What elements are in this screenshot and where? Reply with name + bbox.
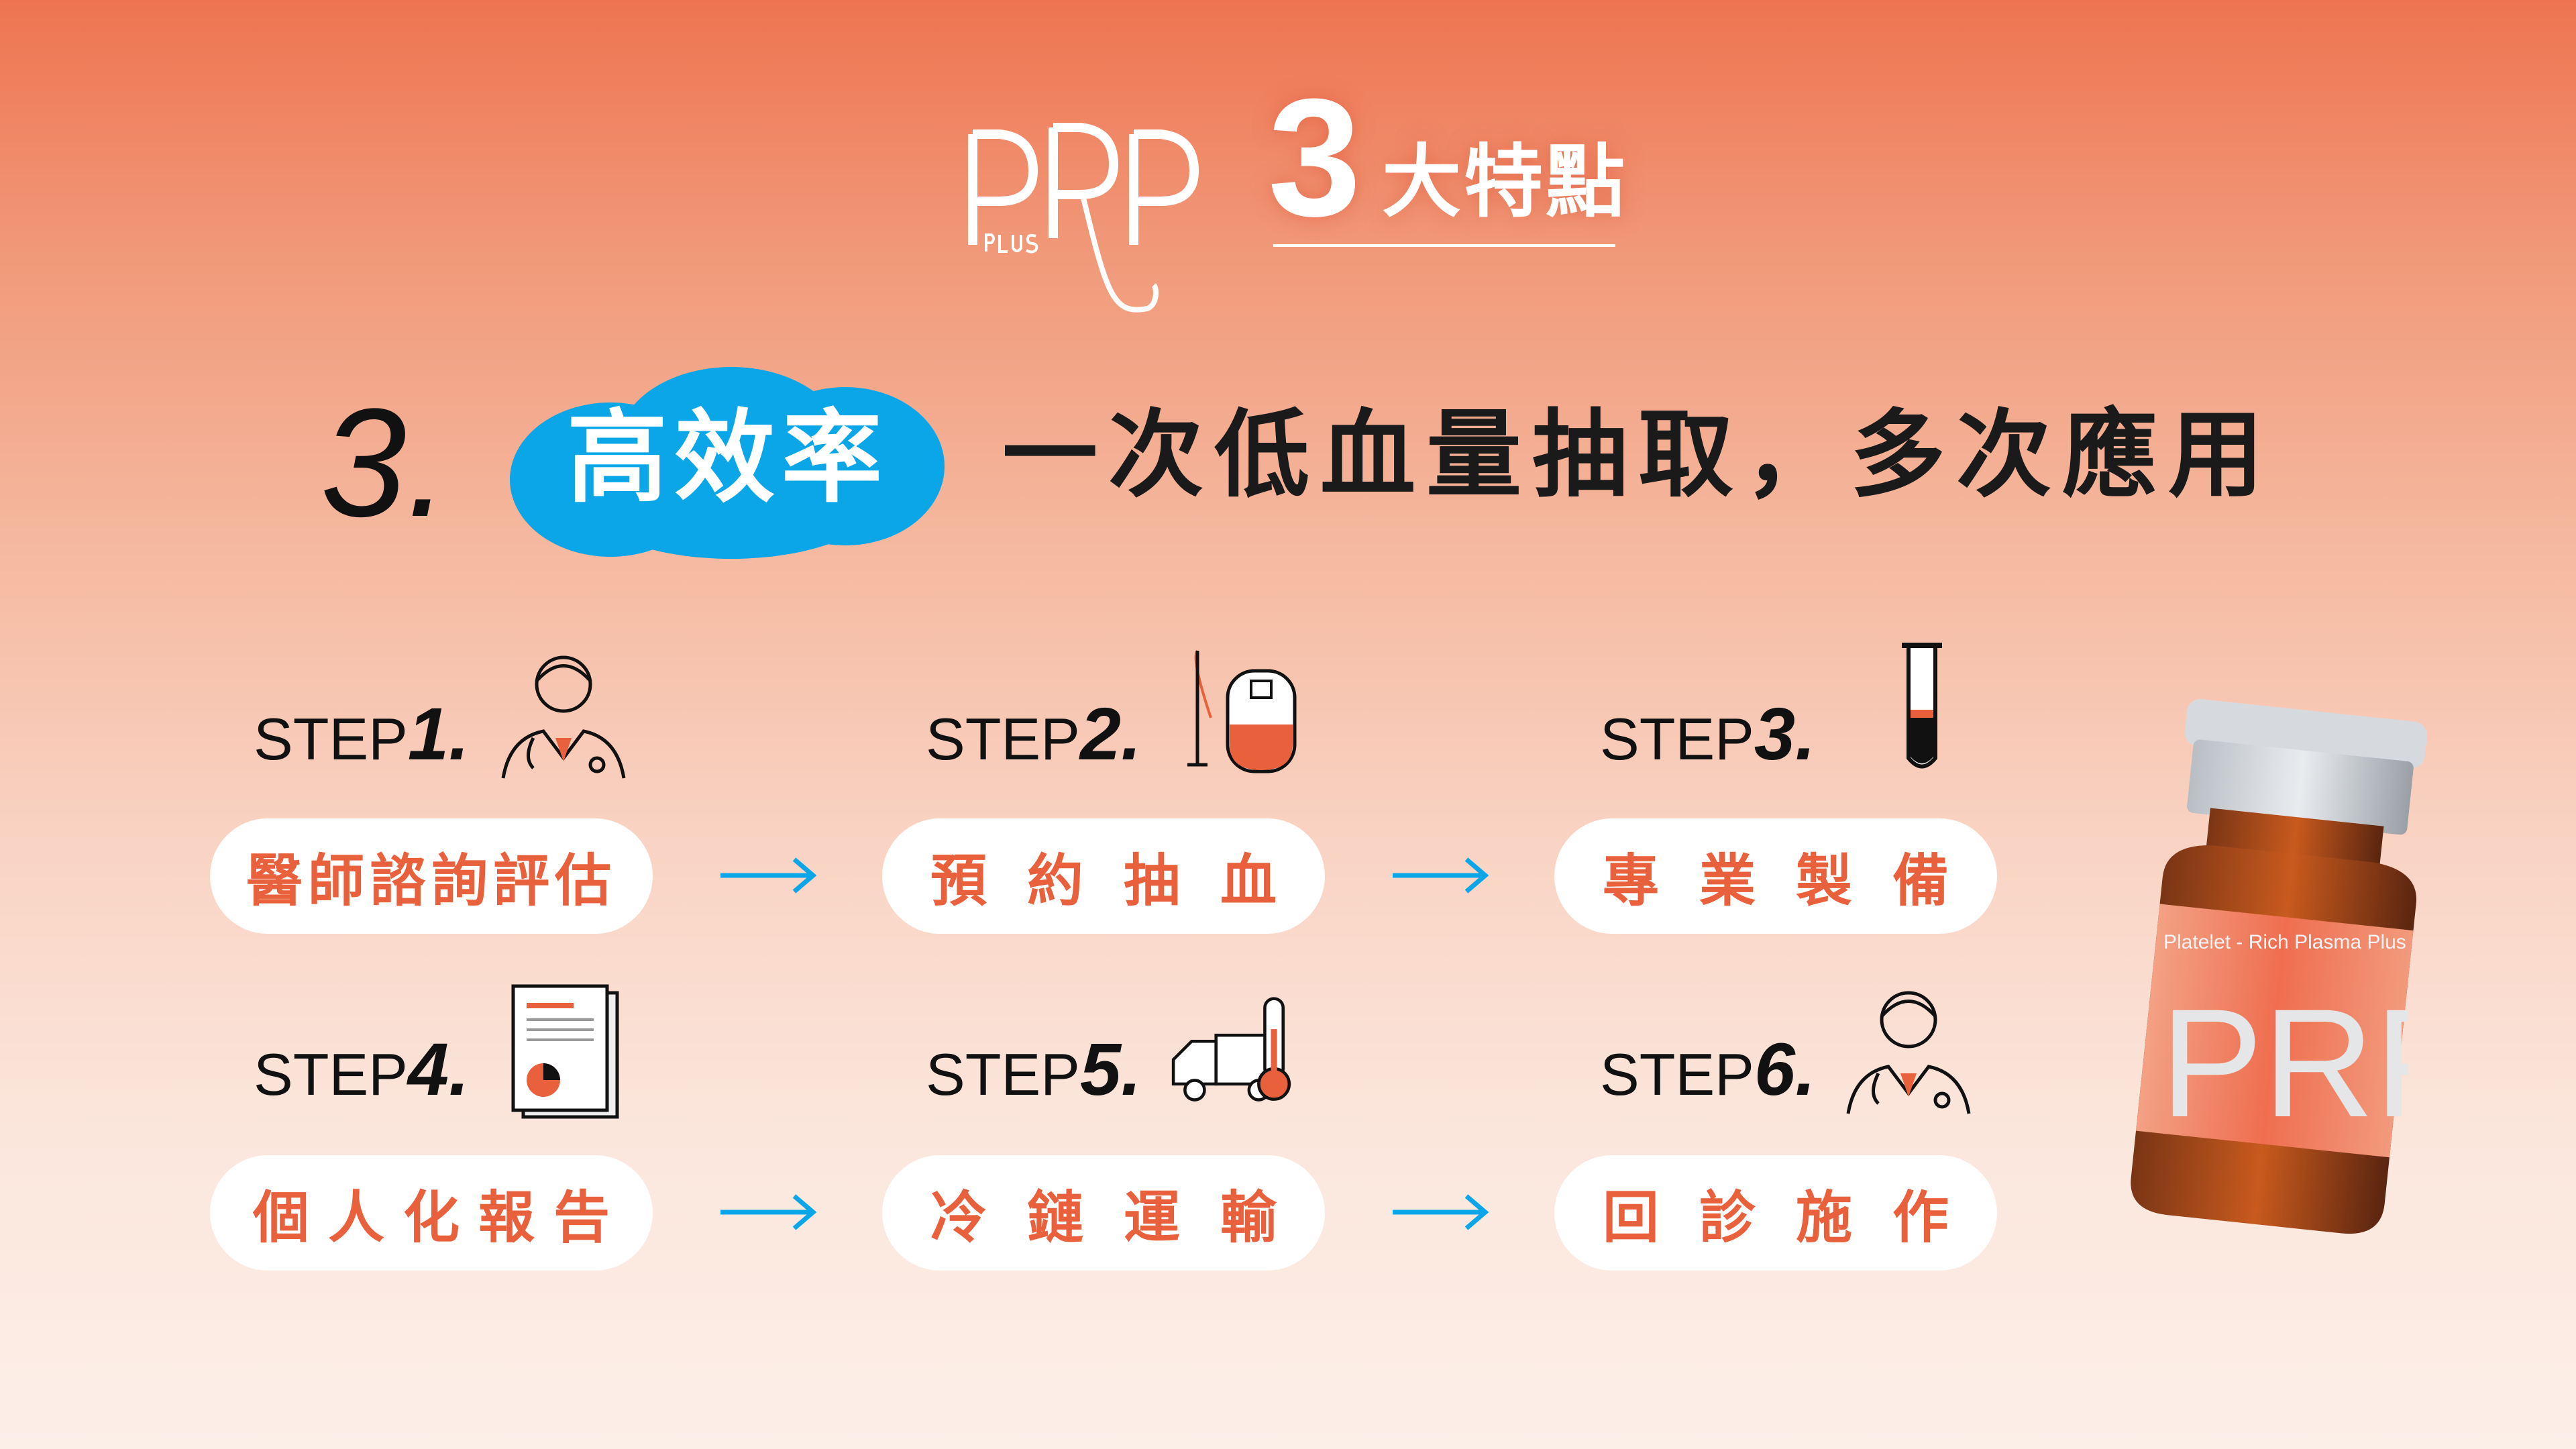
step-number: 4.: [407, 1028, 470, 1111]
arrow-right-icon: [720, 857, 816, 894]
step-1-label: STEP1.: [254, 698, 470, 771]
vial-graphic: [2131, 699, 2427, 1234]
step-2-button[interactable]: 預約抽血: [882, 818, 1325, 934]
step-6-label: STEP6.: [1600, 1033, 1816, 1107]
header-title: 大特點: [1382, 136, 1628, 228]
step-number: 1.: [407, 693, 470, 775]
test-tube-icon: [1902, 643, 1942, 769]
step-number: 6.: [1754, 1028, 1816, 1111]
step-number: 5.: [1079, 1028, 1142, 1111]
feature-badge: 高效率: [566, 400, 889, 517]
blood-bag-icon: [1187, 649, 1297, 773]
step-3-label: STEP3.: [1600, 698, 1816, 771]
step-5-label: STEP5.: [926, 1033, 1142, 1107]
arrow-right-icon: [1393, 1194, 1489, 1230]
step-4-label: STEP4.: [254, 1033, 470, 1107]
step-4-button[interactable]: 個人化報告: [210, 1155, 653, 1271]
step-text: STEP: [1600, 706, 1754, 772]
feature-headline: 一次低血量抽取，多次應用: [1002, 400, 2274, 511]
step-number: 2.: [1079, 693, 1142, 775]
vial-label-logo: PRP: [2160, 986, 2408, 1140]
title-underline: [1273, 244, 1615, 247]
step-6-button[interactable]: 回診施作: [1554, 1155, 1997, 1271]
step-text: STEP: [926, 1041, 1080, 1108]
step-text: STEP: [1600, 1041, 1754, 1108]
step-2-label: STEP2.: [926, 698, 1142, 771]
step-number: 3.: [1754, 693, 1816, 775]
feature-count: 3: [1268, 64, 1362, 251]
step-3-button[interactable]: 專業製備: [1554, 818, 1997, 934]
step-text: STEP: [254, 706, 408, 772]
refrigerated-truck-icon: [1171, 997, 1291, 1102]
step-text: STEP: [254, 1041, 408, 1108]
prp-vial-image: Platelet - Rich Plasma Plus PRP: [2113, 698, 2489, 1248]
badge-cloud: [510, 367, 945, 559]
step-text: STEP: [926, 706, 1080, 772]
vial-label-text: Platelet - Rich Plasma Plus: [2163, 931, 2406, 953]
doctor-icon: [501, 655, 626, 779]
doctor-icon: [1846, 991, 1971, 1114]
arrow-right-icon: [1393, 857, 1489, 894]
step-1-button[interactable]: 醫師諮詢評估: [210, 818, 653, 934]
report-icon: [511, 984, 619, 1119]
feature-number: 3.: [321, 376, 449, 549]
prp-plus-logo: [968, 123, 1199, 313]
arrow-right-icon: [720, 1194, 816, 1230]
step-5-button[interactable]: 冷鏈運輸: [882, 1155, 1325, 1271]
